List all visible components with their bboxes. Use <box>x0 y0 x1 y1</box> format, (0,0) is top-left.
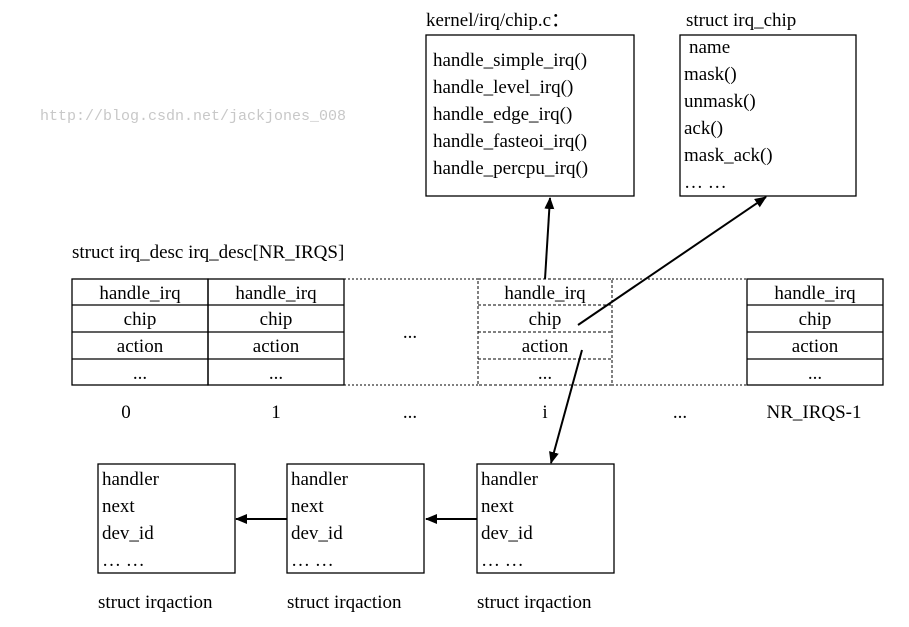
chip-c-title: kernel/irq/chip.c： <box>426 10 570 31</box>
irqaction-label: struct irqaction <box>477 592 592 613</box>
irq-desc-field: chip <box>529 309 562 330</box>
irqaction-label: struct irqaction <box>98 592 213 613</box>
irq-chip-item: mask() <box>684 64 737 85</box>
irq-chip-item: mask_ack() <box>684 145 773 166</box>
irqaction-field: … … <box>102 550 145 571</box>
irqaction-label: struct irqaction <box>287 592 402 613</box>
irqaction-field: … … <box>481 550 524 571</box>
handle-irq-arrow <box>544 197 555 280</box>
chip-arrow <box>577 196 767 326</box>
irq-desc-field: action <box>522 336 569 357</box>
irq-chip-item: unmask() <box>684 91 756 112</box>
irqaction-field: next <box>481 496 514 517</box>
watermark: http://blog.csdn.net/jackjones_008 <box>40 108 346 125</box>
index-label: 0 <box>121 402 131 423</box>
irq-desc-field: handle_irq <box>235 283 317 304</box>
index-label: NR_IRQS-1 <box>766 402 861 423</box>
irq-desc-field: chip <box>260 309 293 330</box>
irqaction-list: handler next dev_id … … struct irqaction hand… <box>97 463 615 613</box>
action-arrow <box>549 349 583 464</box>
irqaction-field: handler <box>291 469 349 490</box>
irq-desc-field: chip <box>124 309 157 330</box>
index-label: i <box>542 402 547 423</box>
irqaction-field: dev_id <box>481 523 533 544</box>
irq-desc-field: ... <box>808 363 822 384</box>
irq-desc-field: handle_irq <box>504 283 586 304</box>
irqaction-field: dev_id <box>291 523 343 544</box>
chip-c-box <box>425 34 635 197</box>
irq-desc-field: action <box>792 336 839 357</box>
irqaction-field: handler <box>102 469 160 490</box>
irq-chip-item: name <box>689 37 730 58</box>
irq-desc-field: handle_irq <box>99 283 181 304</box>
irq-desc-field: chip <box>799 309 832 330</box>
irq-desc-field: action <box>253 336 300 357</box>
index-label: 1 <box>271 402 281 423</box>
index-label: ... <box>403 402 417 423</box>
chip-c-item: handle_edge_irq() <box>433 104 572 125</box>
chip-c-item: handle_fasteoi_irq() <box>433 131 587 152</box>
chip-c-item: handle_level_irq() <box>433 77 573 98</box>
irq-chip-item: … … <box>684 172 727 193</box>
irqaction-field: handler <box>481 469 539 490</box>
irqaction-field: next <box>291 496 324 517</box>
irqaction-field: … … <box>291 550 334 571</box>
irq-chip-title: struct irq_chip <box>686 10 796 31</box>
chip-c-item: handle_simple_irq() <box>433 50 587 71</box>
irq-desc-field: ... <box>538 363 552 384</box>
irqaction-field: dev_id <box>102 523 154 544</box>
irq-desc-title: struct irq_desc irq_desc[NR_IRQS] <box>72 242 344 263</box>
irq-chip-item: ack() <box>684 118 723 139</box>
irq-desc-field: ... <box>133 363 147 384</box>
irq-desc-field: ... <box>269 363 283 384</box>
irqaction-field: next <box>102 496 135 517</box>
chip-c-item: handle_percpu_irq() <box>433 158 588 179</box>
irq-desc-field: action <box>117 336 164 357</box>
index-label: ... <box>673 402 687 423</box>
irq-desc-field: handle_irq <box>774 283 856 304</box>
gap-ellipsis: ... <box>403 322 417 343</box>
irq-chip-box <box>679 34 857 197</box>
